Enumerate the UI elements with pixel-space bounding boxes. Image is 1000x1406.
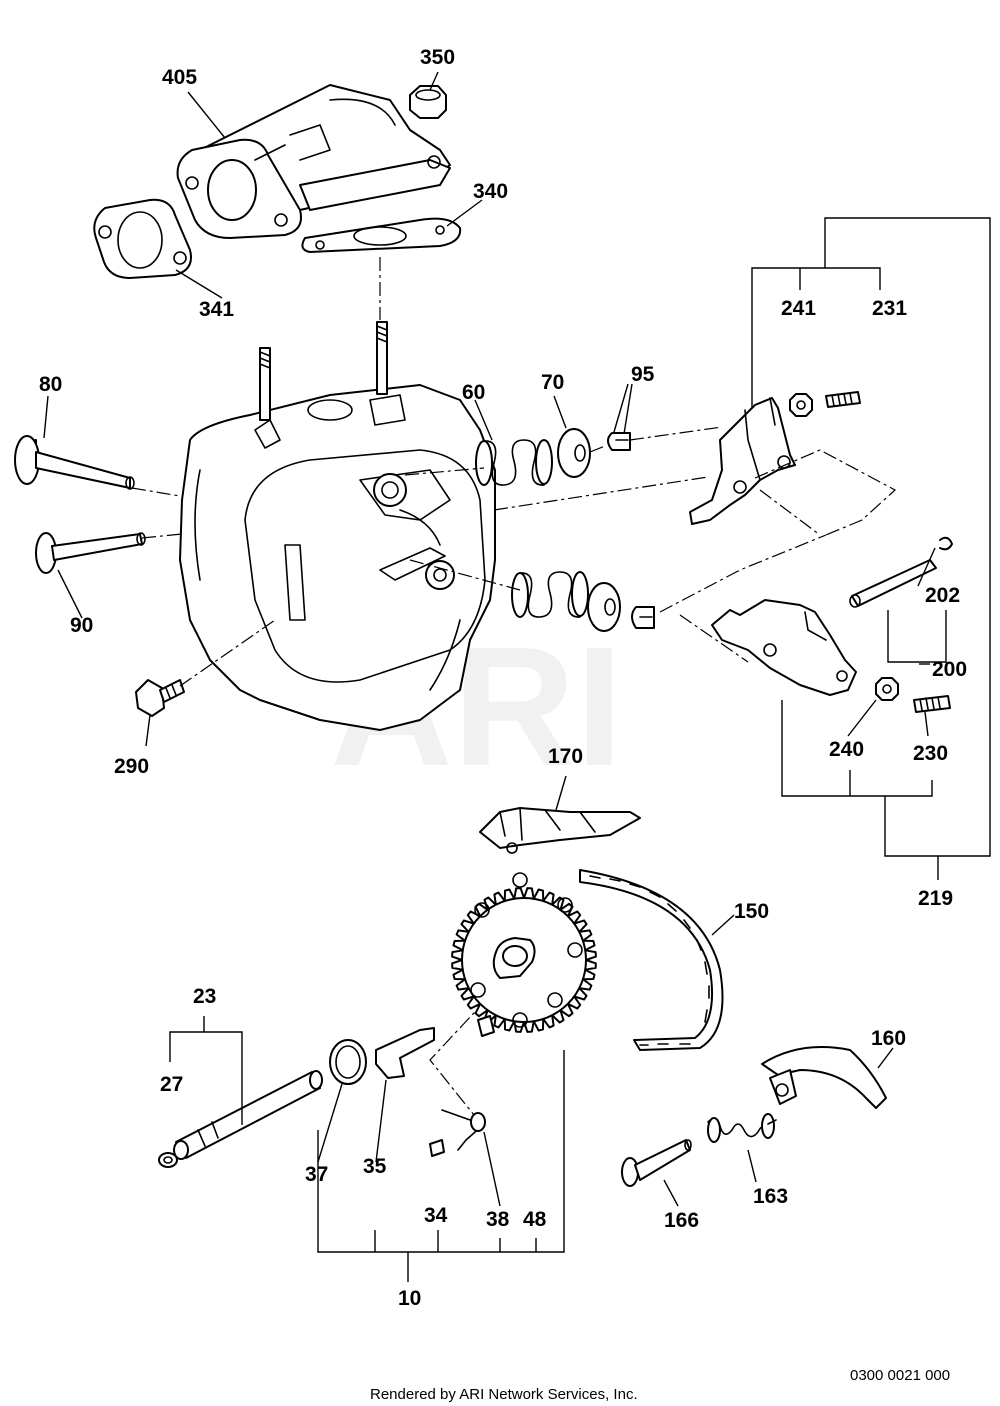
part-95-valve-keeper-upper[interactable] — [607, 432, 631, 451]
diagram-code: 0300 0021 000 — [850, 1367, 950, 1384]
part-48-cam-sprocket[interactable] — [451, 872, 597, 1033]
part-60-valve-spring-lower[interactable] — [511, 571, 589, 618]
cylinder-head[interactable] — [179, 384, 496, 731]
part-90-intake-valve[interactable] — [35, 532, 146, 574]
part-160-chain-tensioner[interactable] — [761, 1046, 887, 1109]
callout-240: 240 — [829, 738, 864, 761]
part-290-bolt[interactable] — [135, 679, 185, 717]
callout-241: 241 — [781, 297, 816, 320]
callout-166: 166 — [664, 1209, 699, 1232]
callout-405: 405 — [162, 66, 197, 89]
callout-160: 160 — [871, 1027, 906, 1050]
footer-credit: Rendered by ARI Network Services, Inc. — [370, 1386, 638, 1403]
callout-60: 60 — [462, 381, 485, 404]
callout-10: 10 — [398, 1287, 421, 1310]
part-70-spring-retainer-lower[interactable] — [587, 582, 621, 632]
callout-150: 150 — [734, 900, 769, 923]
callout-34: 34 — [424, 1204, 448, 1227]
part-405-intake-elbow[interactable] — [176, 84, 451, 239]
part-23-camshaft[interactable] — [173, 1070, 323, 1160]
part-34-pin[interactable] — [429, 1139, 445, 1157]
part-240-nut-lower[interactable] — [875, 677, 899, 701]
part-38-decompressor-spring[interactable] — [441, 1109, 486, 1151]
part-27-washer[interactable] — [158, 1152, 178, 1168]
callout-163: 163 — [753, 1185, 788, 1208]
part-37-decompressor-plate[interactable] — [329, 1039, 367, 1085]
callout-230: 230 — [913, 742, 948, 765]
part-341-gasket[interactable] — [93, 198, 192, 279]
part-48-roll-pin[interactable] — [477, 1015, 495, 1037]
part-202-rocker-shaft[interactable] — [849, 536, 953, 608]
callout-340: 340 — [473, 180, 508, 203]
leader-lines — [43, 71, 936, 1207]
callout-80: 80 — [39, 373, 62, 396]
part-241-nut-upper[interactable] — [789, 393, 813, 417]
part-170-chain-guide[interactable] — [479, 807, 641, 854]
rocker-arm-lower[interactable] — [711, 599, 857, 696]
callout-38: 38 — [486, 1208, 510, 1231]
callout-170: 170 — [548, 745, 583, 768]
callout-350: 350 — [420, 46, 455, 69]
callout-90: 90 — [70, 614, 93, 637]
part-231-adjuster-screw-upper[interactable] — [825, 391, 861, 408]
part-340-gasket[interactable] — [301, 217, 462, 253]
part-35-decompressor-weight[interactable] — [375, 1027, 435, 1079]
callout-27: 27 — [160, 1073, 183, 1096]
part-163-tensioner-spring[interactable] — [707, 1113, 777, 1143]
callout-labels: 405 350 340 341 241 231 80 60 70 95 90 2… — [39, 46, 967, 1310]
head-studs — [259, 321, 388, 421]
callout-48: 48 — [523, 1208, 547, 1231]
callout-70: 70 — [541, 371, 564, 394]
callout-37: 37 — [305, 1163, 328, 1186]
callout-290: 290 — [114, 755, 149, 778]
assembly-brackets — [169, 217, 991, 1282]
callout-219: 219 — [918, 887, 953, 910]
part-166-tensioner-pin[interactable] — [621, 1139, 692, 1187]
callout-202: 202 — [925, 584, 960, 607]
rocker-arm-upper[interactable] — [689, 397, 796, 525]
part-70-spring-retainer-upper[interactable] — [557, 428, 591, 478]
callout-231: 231 — [872, 297, 907, 320]
part-60-valve-spring-upper[interactable] — [475, 439, 553, 486]
callout-200: 200 — [932, 658, 967, 681]
part-95-valve-keeper-lower[interactable] — [631, 606, 655, 629]
part-150-timing-chain[interactable] — [579, 869, 724, 1051]
callout-23: 23 — [193, 985, 216, 1008]
part-350-nut[interactable] — [409, 85, 447, 119]
callout-341: 341 — [199, 298, 234, 321]
callout-95: 95 — [631, 363, 655, 386]
part-80-exhaust-valve[interactable] — [14, 435, 135, 490]
callout-35: 35 — [363, 1155, 387, 1178]
part-230-adjuster-screw-lower[interactable] — [913, 695, 951, 713]
